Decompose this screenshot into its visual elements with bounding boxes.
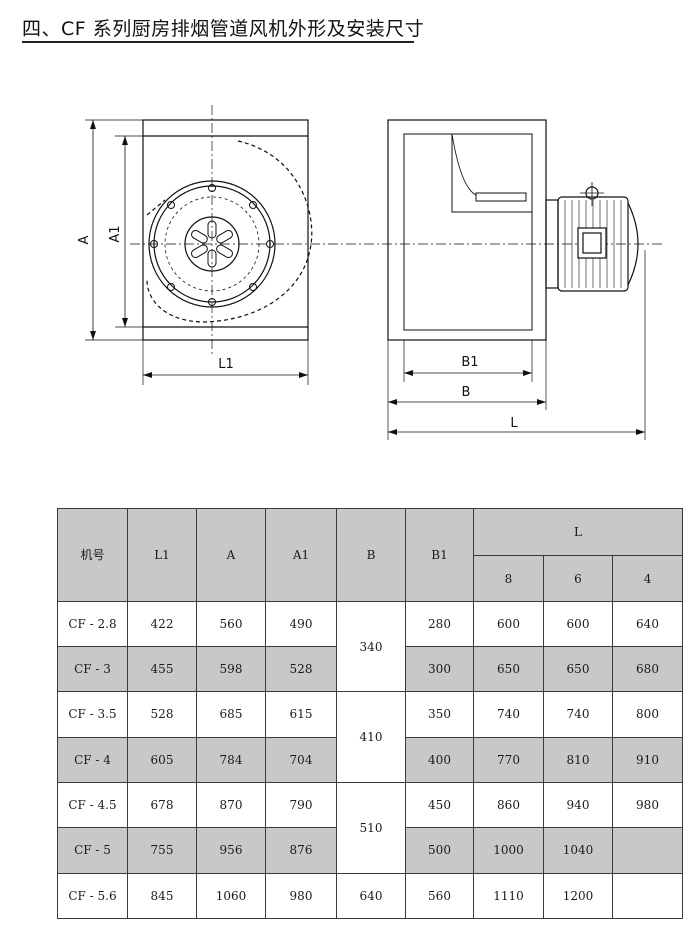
header-A1: A1 [265,508,337,602]
cell-B1: 350 [405,691,474,738]
side-view [387,119,646,440]
cell-L6: 1200 [543,872,613,920]
side-housing [387,119,547,341]
cell-L4: 800 [611,691,684,738]
cell-B1: 300 [405,645,474,693]
cell-L1: 455 [127,645,197,693]
dim-label-B: B [462,385,471,400]
cell-A: 956 [196,827,266,874]
cell-B: 510 [336,781,406,874]
cell-A: 685 [196,691,266,738]
cell-L8: 600 [473,600,544,648]
cell-L4: 680 [611,645,684,693]
cell-B1: 450 [405,781,474,829]
dim-label-L1: L1 [218,357,234,372]
table-row: CF - 4 605 784 704 400 770 810 910 [57,736,684,783]
dim-label-B1: B1 [461,355,478,370]
cell-L8: 740 [473,691,544,738]
cell-A1: 876 [265,827,337,874]
cell-A: 560 [196,600,266,648]
cell-L8: 770 [473,736,544,783]
dimension-table: 机号 L1 A A1 B B1 L 8 6 4 CF - 2.8 422 560… [57,507,684,920]
header-model: 机号 [57,508,128,602]
cell-A1: 528 [265,645,337,693]
volute-outline [146,140,313,323]
title-underline [22,41,414,43]
cell-A: 598 [196,645,266,693]
cell-B1: 500 [405,827,474,874]
cell-B1: 400 [405,736,474,783]
header-L-6: 6 [543,555,613,602]
table-row: CF - 4.5 678 870 790 510 450 860 940 980 [57,781,684,874]
table-row: CF - 3 455 598 528 300 650 650 680 [57,645,684,693]
header-L1: L1 [127,508,197,602]
header-B: B [336,508,406,602]
cell-B: 340 [336,600,406,693]
cell-L6: 940 [543,781,613,829]
table-header-row: 机号 L1 A A1 B B1 L [57,507,684,602]
cell-L8: 1110 [473,872,544,920]
table-row: CF - 5.6 845 1060 980 640 560 1110 1200 [57,872,684,920]
header-A: A [196,508,266,602]
front-view [85,105,665,385]
cell-L6: 600 [543,600,613,648]
cell-L8: 650 [473,645,544,693]
cell-model: CF - 4.5 [57,781,128,829]
cell-L1: 528 [127,691,197,738]
motor-body [557,196,629,292]
cell-L1: 678 [127,781,197,829]
cell-L1: 845 [127,872,197,920]
cell-L8: 860 [473,781,544,829]
cell-L4: 910 [611,736,684,783]
header-L-4: 4 [611,555,684,602]
dim-label-A1: A1 [108,225,123,242]
cell-model: CF - 5 [57,827,128,874]
table-row: CF - 3.5 528 685 615 410 350 740 740 800 [57,691,684,783]
cell-L1: 605 [127,736,197,783]
cell-A: 784 [196,736,266,783]
cell-L8: 1000 [473,827,544,874]
header-B1: B1 [405,508,474,602]
table-subheader-row: 8 6 4 [58,555,684,602]
table-row: CF - 5 755 956 876 500 1000 1040 [57,827,684,874]
cell-L4 [611,872,684,920]
cell-A1: 790 [265,781,337,829]
cell-L6: 650 [543,645,613,693]
header-L-8: 8 [473,555,544,602]
cell-model: CF - 4 [57,736,128,783]
cell-A1: 615 [265,691,337,738]
cell-L4: 640 [611,600,684,648]
cell-L6: 1040 [543,827,613,874]
cell-L1: 422 [127,600,197,648]
front-housing [142,119,309,341]
cell-model: CF - 5.6 [57,872,128,920]
cell-L1: 755 [127,827,197,874]
cell-model: CF - 3 [57,645,128,693]
cell-A1: 980 [265,872,337,920]
dim-label-A: A [77,235,92,244]
cell-A1: 704 [265,736,337,783]
cell-model: CF - 2.8 [57,600,128,648]
cell-B: 410 [336,691,406,783]
cell-B1: 280 [405,600,474,648]
cell-A: 1060 [196,872,266,920]
fan-dimension-drawing: A A1 L1 [77,105,665,440]
cell-L4: 980 [611,781,684,829]
cell-model: CF - 3.5 [57,691,128,738]
table-row: CF - 2.8 422 560 490 340 280 600 600 640 [57,600,684,693]
cell-A: 870 [196,781,266,829]
cell-L4 [611,827,684,874]
cell-L6: 740 [543,691,613,738]
cell-A1: 490 [265,600,337,648]
cell-B: 640 [336,872,406,920]
cell-L6: 810 [543,736,613,783]
cell-B1: 560 [405,872,474,920]
page-title: 四、CF 系列厨房排烟管道风机外形及安装尺寸 [22,18,425,40]
dim-label-L: L [510,416,518,431]
header-L: L [472,507,684,557]
